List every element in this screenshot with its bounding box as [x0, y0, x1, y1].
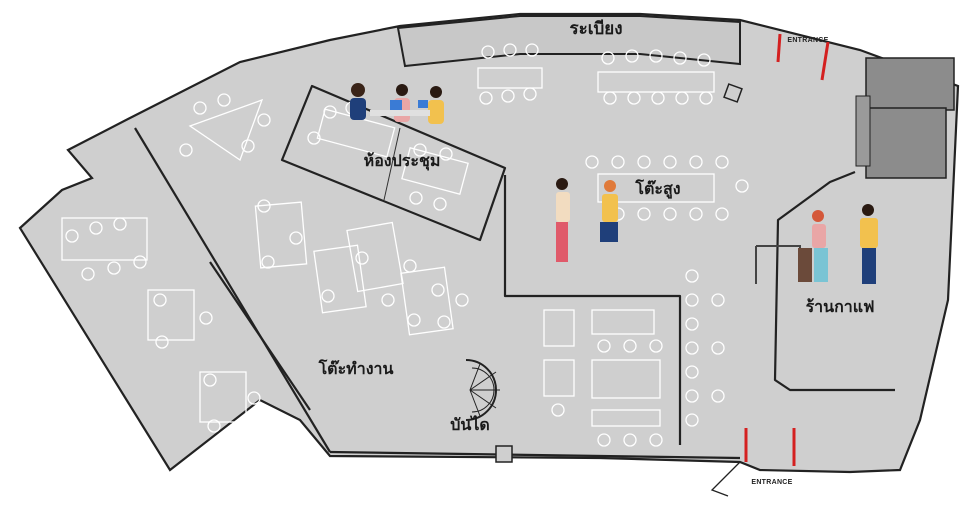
label-entrance-bottom: ENTRANCE — [751, 479, 792, 486]
workspace-table — [254, 201, 308, 269]
floor-plate — [18, 12, 960, 474]
chairs — [65, 43, 749, 447]
column — [495, 445, 513, 463]
cafe-people-illustration — [812, 204, 878, 284]
label-workspace: โต๊ะทำงาน — [318, 358, 394, 378]
service-block-side — [855, 95, 871, 167]
cafe-wall — [773, 170, 895, 392]
corridor-bench — [477, 67, 543, 89]
label-entrance-top: ENTRANCE — [787, 37, 828, 44]
bottom-wall — [329, 450, 741, 460]
entrance-door-marker — [820, 41, 830, 81]
lounge-sofa — [591, 309, 655, 335]
workspace-table — [313, 244, 367, 314]
label-stairs: บันได — [450, 415, 490, 434]
meeting-room-divider — [383, 127, 401, 201]
label-cafe: ร้านกาแฟ — [806, 297, 875, 316]
service-block-lower — [865, 107, 947, 179]
entrance-door-swing — [710, 461, 741, 497]
workspace-table — [199, 371, 247, 423]
stairs-spiral — [465, 359, 500, 421]
cafe-counter-block — [798, 248, 812, 282]
entrance-door-marker — [776, 33, 782, 63]
column — [723, 83, 743, 103]
workspace-table — [61, 217, 148, 261]
lounge-bench — [591, 409, 661, 427]
label-meeting-room: ห้องประชุม — [364, 151, 441, 171]
meeting-table — [401, 146, 469, 196]
meeting-people-illustration — [350, 83, 444, 124]
lounge-sofa — [543, 359, 575, 397]
meeting-room-wall — [280, 84, 507, 242]
high-table — [597, 173, 715, 203]
handshake-people-illustration — [556, 178, 618, 262]
workspace-wall-mid — [209, 261, 311, 411]
workspace-table — [147, 289, 195, 341]
label-high-table: โต๊ะสูง — [634, 178, 680, 200]
corridor-band — [396, 15, 741, 68]
workspace-table — [346, 221, 404, 293]
service-block-upper — [865, 57, 955, 111]
lounge-table — [591, 359, 661, 399]
lounge-sofa — [543, 309, 575, 347]
workspace-table-triangle — [188, 98, 264, 162]
center-block-wall — [503, 175, 682, 445]
label-corridor: ระเบียง — [569, 18, 622, 39]
workspace-wall-left — [134, 127, 331, 453]
workspace-table — [400, 266, 454, 336]
